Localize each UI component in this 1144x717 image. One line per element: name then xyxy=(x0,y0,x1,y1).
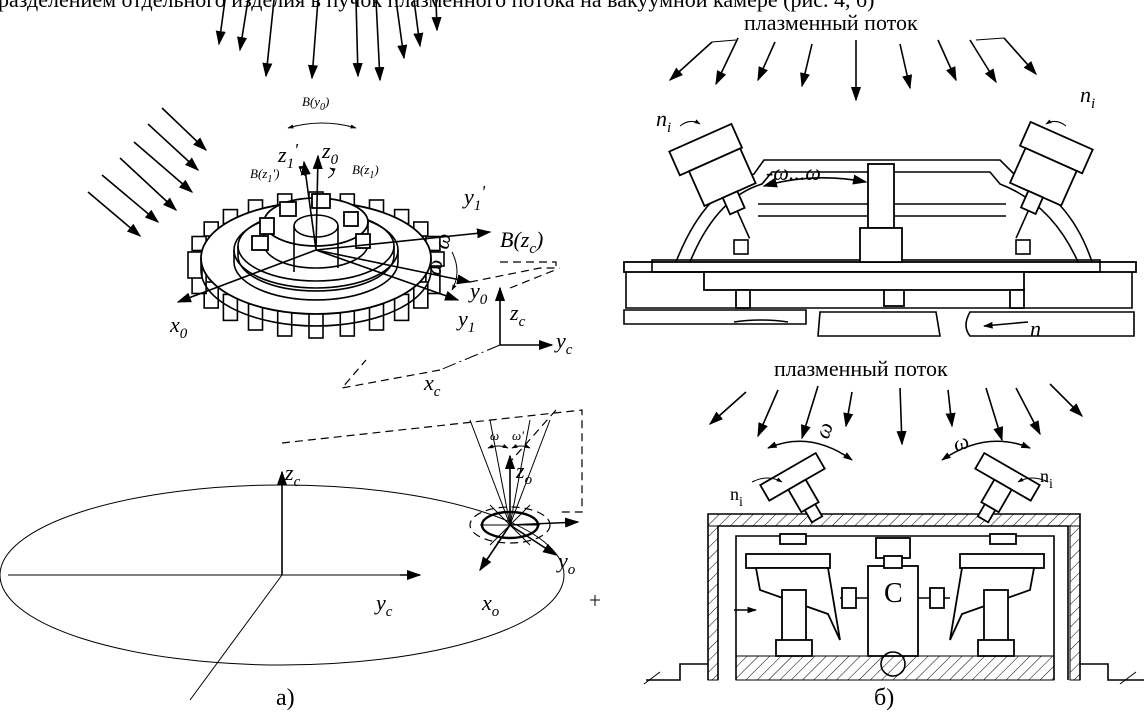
label-omega-range: -ω...ω xyxy=(766,160,821,185)
label-omega-left: ω xyxy=(809,419,838,442)
caption-b: б) xyxy=(874,685,894,711)
label-omega-small-2: ω' xyxy=(512,428,524,443)
gear-axes xyxy=(176,122,560,303)
label-z0: z0 xyxy=(321,138,339,168)
orbit-diagram xyxy=(0,409,600,701)
label-z1-prime: z1' xyxy=(277,140,299,172)
header-text-fragment: разделением отдельного изделия в пучок п… xyxy=(0,0,875,12)
plasma-flow-arrows-top-b xyxy=(668,37,1037,102)
label-B-y0: B(y0) xyxy=(302,94,329,113)
label-omega-right: ω xyxy=(949,428,972,457)
label-B-zc: B(zc) xyxy=(500,227,543,257)
label-omega-1: ω xyxy=(428,231,455,251)
plasma-flow-arrows-left-a xyxy=(87,107,208,237)
label-plasma-flow-top: плазменный поток xyxy=(744,10,918,35)
gear-tooth xyxy=(187,251,203,279)
label-ni-left-top: ni xyxy=(656,106,671,136)
coordinate-frame-c-top xyxy=(340,269,556,389)
label-zo: zo xyxy=(515,458,533,488)
label-n-center: n xyxy=(1030,316,1041,341)
label-ni-left-bottom: ni xyxy=(730,484,743,510)
device-top xyxy=(623,119,1137,337)
label-xo: xo xyxy=(481,590,500,620)
label-zc-bottom: zc xyxy=(284,460,301,490)
label-omega-small-1: ω xyxy=(490,428,499,443)
label-yc-top: yc xyxy=(554,328,573,358)
svg-text:C: C xyxy=(884,578,903,609)
label-y1: y1 xyxy=(456,306,475,336)
label-ni-right-bottom: ni xyxy=(1040,466,1053,492)
label-B-z1-prime: B(z1') xyxy=(250,166,279,185)
label-xc-top: xc xyxy=(423,370,441,400)
caption-a: а) xyxy=(276,685,295,711)
label-y1-prime: y1' xyxy=(462,182,486,214)
panel-b: плазменный поток xyxy=(623,10,1144,711)
gear-tooth xyxy=(308,311,324,339)
gear-workpiece xyxy=(187,191,445,339)
label-x0: x0 xyxy=(169,312,188,342)
label-zc-top: zc xyxy=(509,300,526,330)
plasma-flow-arrows-bottom-b xyxy=(708,383,1084,446)
label-omega-2: ω xyxy=(420,257,447,277)
panel-a: B(y0) z1' z0 B(z1') B(z1) y1' B(zc) ω ω … xyxy=(0,0,600,711)
plasma-flow-arrows-top-a xyxy=(215,0,442,82)
label-y0: y0 xyxy=(468,278,488,308)
label-B-z1: B(z1) xyxy=(352,162,379,181)
label-ni-right-top: ni xyxy=(1080,82,1095,112)
label-plasma-flow-bottom: плазменный поток xyxy=(774,356,948,381)
device-bottom: C xyxy=(643,440,1144,685)
label-yo: yo xyxy=(556,548,576,578)
label-yc-bottom: yc xyxy=(374,590,393,620)
